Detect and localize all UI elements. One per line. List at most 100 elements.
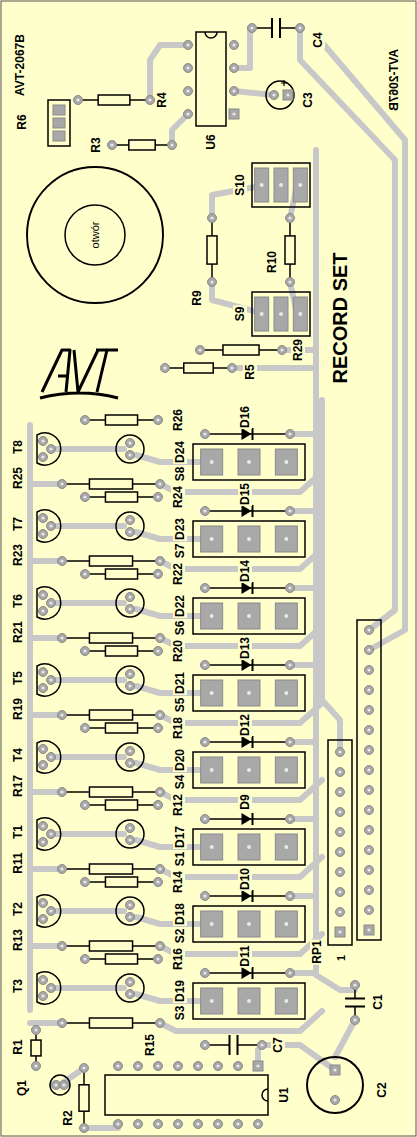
drill-hole <box>288 817 291 820</box>
silk-line <box>252 582 254 594</box>
led-outline <box>116 743 144 771</box>
drill-hole <box>41 824 44 827</box>
hole-note: otwór <box>89 221 102 250</box>
silk-line <box>252 428 254 440</box>
drill-hole <box>156 1064 159 1067</box>
round-pad <box>336 908 345 917</box>
round-pad <box>365 886 374 895</box>
round-pad <box>201 507 210 516</box>
resistor-symbol <box>129 140 155 150</box>
drill-hole <box>247 691 251 695</box>
drill-hole <box>279 312 283 316</box>
round-pad <box>286 661 295 670</box>
drill-hole <box>156 649 159 652</box>
round-pad <box>156 865 165 874</box>
round-pad <box>208 214 217 223</box>
drill-hole <box>216 1122 219 1125</box>
switch-pad <box>275 757 297 783</box>
round-pad <box>365 626 374 635</box>
drill-hole <box>128 672 131 675</box>
drill-hole <box>236 1122 239 1125</box>
diode-symbol <box>242 967 252 979</box>
round-pad <box>258 1041 267 1050</box>
switch-pad <box>274 168 288 202</box>
round-pad <box>126 836 135 845</box>
round-pad <box>154 955 163 964</box>
drill-hole <box>128 453 131 456</box>
drill-hole <box>210 768 214 772</box>
diode-symbol <box>242 659 252 671</box>
round-pad <box>214 1062 223 1071</box>
drill-hole <box>83 957 86 960</box>
drill-hole <box>60 559 63 562</box>
round-pad <box>58 788 67 797</box>
drill-hole <box>158 790 161 793</box>
drill-hole <box>83 803 86 806</box>
round-pad <box>201 738 210 747</box>
switch-pad <box>275 526 297 552</box>
switch-pad <box>201 603 223 629</box>
trace-layer <box>30 28 405 1128</box>
switch-pad <box>238 988 260 1014</box>
transistor-outline <box>37 433 61 465</box>
resistor-symbol <box>89 633 132 643</box>
drill-hole <box>338 830 341 833</box>
drill-hole <box>34 1064 37 1067</box>
drill-hole <box>148 98 151 101</box>
copper-trace <box>335 1020 355 1057</box>
drill-hole <box>210 845 214 849</box>
round-pad <box>114 1120 123 1129</box>
drill-hole <box>116 1122 119 1125</box>
drill-hole <box>286 93 289 96</box>
silk-line <box>252 813 254 825</box>
round-pad <box>184 64 193 73</box>
round-pad <box>365 786 374 795</box>
round-pad <box>286 738 295 747</box>
header-outline <box>357 620 381 940</box>
drill-hole <box>41 763 44 766</box>
round-pad <box>81 570 90 579</box>
drill-hole <box>41 840 44 843</box>
drill-hole <box>232 43 235 46</box>
round-pad <box>336 788 345 797</box>
round-pad <box>196 346 205 355</box>
drill-hole <box>210 691 214 695</box>
round-pad <box>134 1120 143 1129</box>
round-pad <box>336 748 345 757</box>
round-pad <box>365 666 374 675</box>
drill-hole <box>60 1021 63 1024</box>
drill-hole <box>210 280 213 283</box>
drill-hole <box>203 432 206 435</box>
drill-hole <box>186 66 189 69</box>
drill-hole <box>250 26 253 29</box>
round-pad <box>156 557 165 566</box>
drill-hole <box>49 601 52 604</box>
round-pad <box>286 278 295 287</box>
drill-hole <box>232 89 235 92</box>
drill-hole <box>158 636 161 639</box>
round-pad <box>234 1120 243 1129</box>
round-pad <box>39 591 48 600</box>
drill-hole <box>333 1068 336 1071</box>
drill-hole <box>210 460 214 464</box>
round-pad <box>47 676 56 685</box>
diode-symbol <box>242 505 252 517</box>
drill-hole <box>203 740 206 743</box>
diode-symbol <box>242 813 252 825</box>
round-pad <box>126 978 135 987</box>
round-pad <box>60 1081 69 1090</box>
drill-hole <box>333 1098 336 1101</box>
drill-hole <box>367 648 370 651</box>
round-pad <box>146 96 155 105</box>
drill-hole <box>210 614 214 618</box>
drill-hole <box>62 1083 65 1086</box>
round-pad <box>154 801 163 810</box>
part-label: R10 <box>265 250 279 274</box>
part-label: R29 <box>291 338 305 362</box>
round-pad <box>39 838 48 847</box>
drill-hole <box>41 516 44 519</box>
round-pad <box>81 955 90 964</box>
resistor-symbol <box>105 877 137 887</box>
